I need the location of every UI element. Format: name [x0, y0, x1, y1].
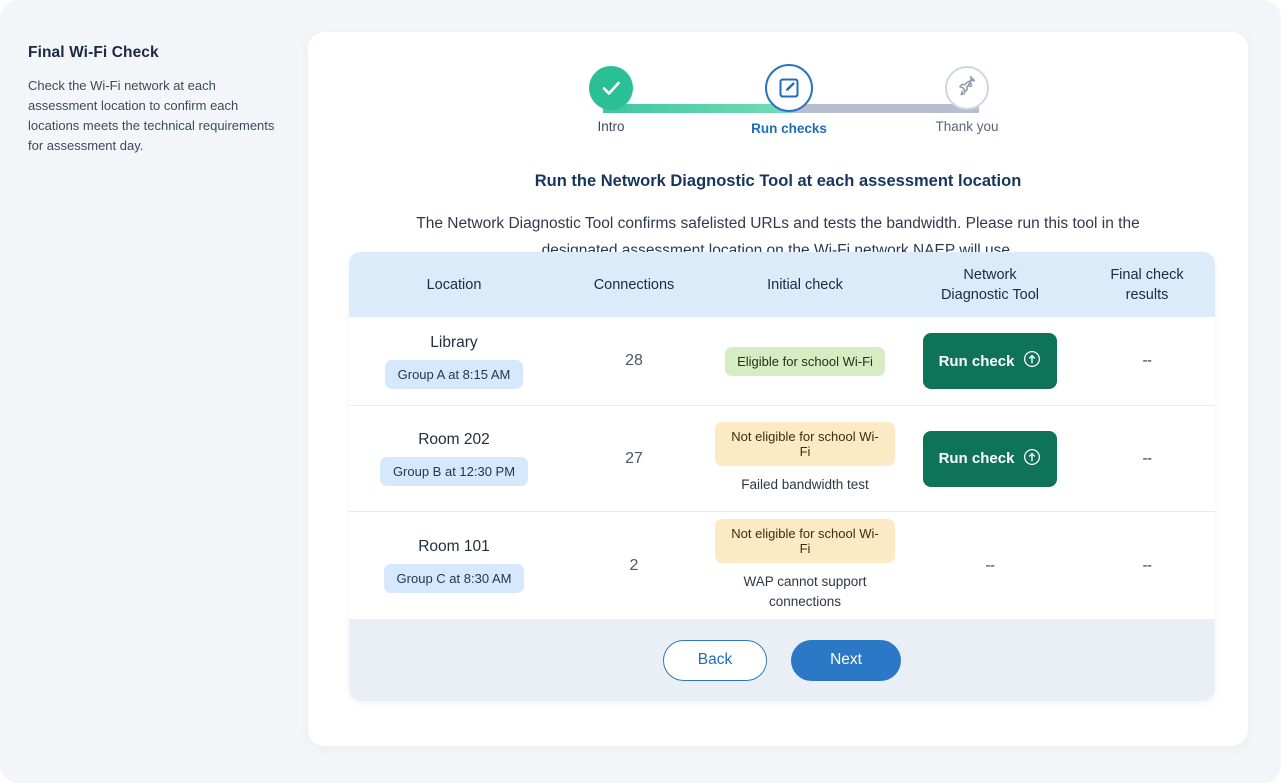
main-card: Intro Run checks — [308, 32, 1248, 746]
stepper-segment-completed — [603, 104, 791, 113]
table-header-row: Location Connections Initial check Netwo… — [349, 252, 1215, 317]
stepper-step-run-checks[interactable]: Run checks — [729, 56, 849, 136]
cell-connections: 28 — [559, 352, 709, 370]
stepper-label-run-checks: Run checks — [751, 121, 827, 136]
location-name: Room 101 — [418, 538, 490, 555]
cell-connections: 27 — [559, 450, 709, 468]
column-header-network-diagnostic-tool: Network Diagnostic Tool — [901, 265, 1079, 305]
stepper-step-thank-you[interactable]: Thank you — [907, 56, 1027, 134]
locations-table: Location Connections Initial check Netwo… — [349, 252, 1215, 701]
final-result-value: -- — [1142, 449, 1153, 467]
column-header-final-check-results: Final check results — [1079, 265, 1215, 305]
stepper-track — [603, 104, 979, 113]
table-row: Room 202 Group B at 12:30 PM 27 Not elig… — [349, 406, 1215, 512]
progress-stepper: Intro Run checks — [308, 56, 1248, 156]
run-check-label: Run check — [938, 450, 1015, 467]
table-row: Room 101 Group C at 8:30 AM 2 Not eligib… — [349, 512, 1215, 619]
cell-location: Room 202 Group B at 12:30 PM — [349, 431, 559, 486]
page-title: Final Wi-Fi Check — [28, 44, 159, 61]
stepper-step-intro[interactable]: Intro — [551, 56, 671, 134]
stepper-label-intro: Intro — [597, 119, 625, 134]
location-group-chip: Group A at 8:15 AM — [384, 359, 524, 389]
location-name: Library — [430, 333, 478, 351]
back-button[interactable]: Back — [663, 639, 767, 681]
ndt-placeholder: -- — [985, 556, 996, 574]
final-result-value: -- — [1142, 352, 1153, 369]
cell-final-check-results: -- — [1079, 557, 1215, 575]
edit-square-icon — [765, 64, 813, 112]
status-badge: Eligible for school Wi-Fi — [725, 346, 885, 376]
connections-count: 28 — [625, 352, 643, 369]
rocket-icon — [945, 66, 989, 110]
final-result-value: -- — [1142, 556, 1153, 574]
cell-network-diagnostic-tool: -- — [901, 557, 1079, 575]
side-info-panel: Final Wi-Fi Check Check the Wi-Fi networ… — [28, 44, 276, 156]
cell-location: Library Group A at 8:15 AM — [349, 334, 559, 389]
stepper-segment-remaining — [791, 104, 979, 113]
table-footer: Back Next — [349, 619, 1215, 701]
column-header-initial-check: Initial check — [767, 276, 843, 293]
cell-network-diagnostic-tool: Run check — [901, 333, 1079, 389]
next-button[interactable]: Next — [791, 639, 901, 681]
cell-initial-check: Not eligible for school Wi-Fi Failed ban… — [709, 422, 901, 495]
location-group-chip: Group C at 8:30 AM — [383, 564, 525, 593]
run-check-label: Run check — [938, 352, 1015, 370]
column-header-final-line1: Final check — [1110, 266, 1184, 283]
connections-count: 2 — [629, 556, 639, 574]
cell-initial-check: Eligible for school Wi-Fi — [709, 346, 901, 376]
initial-check-note: WAP cannot support connections — [743, 574, 867, 609]
cell-final-check-results: -- — [1079, 352, 1215, 370]
cell-connections: 2 — [559, 557, 709, 575]
initial-check-note: Failed bandwidth test — [741, 477, 869, 492]
info-circle-icon — [1023, 350, 1041, 372]
table-row: Library Group A at 8:15 AM 28 Eligible f… — [349, 317, 1215, 406]
run-check-button[interactable]: Run check — [922, 333, 1058, 389]
cell-location: Room 101 Group C at 8:30 AM — [349, 538, 559, 593]
status-badge: Not eligible for school Wi-Fi — [715, 422, 895, 466]
cell-final-check-results: -- — [1079, 450, 1215, 468]
info-circle-icon — [1023, 448, 1041, 470]
section-title: Run the Network Diagnostic Tool at each … — [534, 172, 1022, 190]
run-check-button[interactable]: Run check — [922, 430, 1058, 487]
column-header-final-line2: results — [1125, 286, 1169, 303]
column-header-ndt-line2: Diagnostic Tool — [940, 286, 1040, 303]
check-icon — [589, 66, 633, 110]
location-name: Room 202 — [418, 431, 490, 448]
column-header-location: Location — [426, 276, 482, 293]
connections-count: 27 — [625, 449, 643, 467]
column-header-ndt-line1: Network — [963, 266, 1017, 283]
cell-initial-check: Not eligible for school Wi-Fi WAP cannot… — [709, 519, 901, 612]
stepper-label-thank-you: Thank you — [935, 119, 999, 134]
page-description: Check the Wi-Fi network at each assessme… — [28, 78, 275, 153]
status-badge: Not eligible for school Wi-Fi — [715, 519, 895, 563]
cell-network-diagnostic-tool: Run check — [901, 430, 1079, 487]
column-header-connections: Connections — [593, 276, 675, 293]
location-group-chip: Group B at 12:30 PM — [379, 457, 529, 486]
